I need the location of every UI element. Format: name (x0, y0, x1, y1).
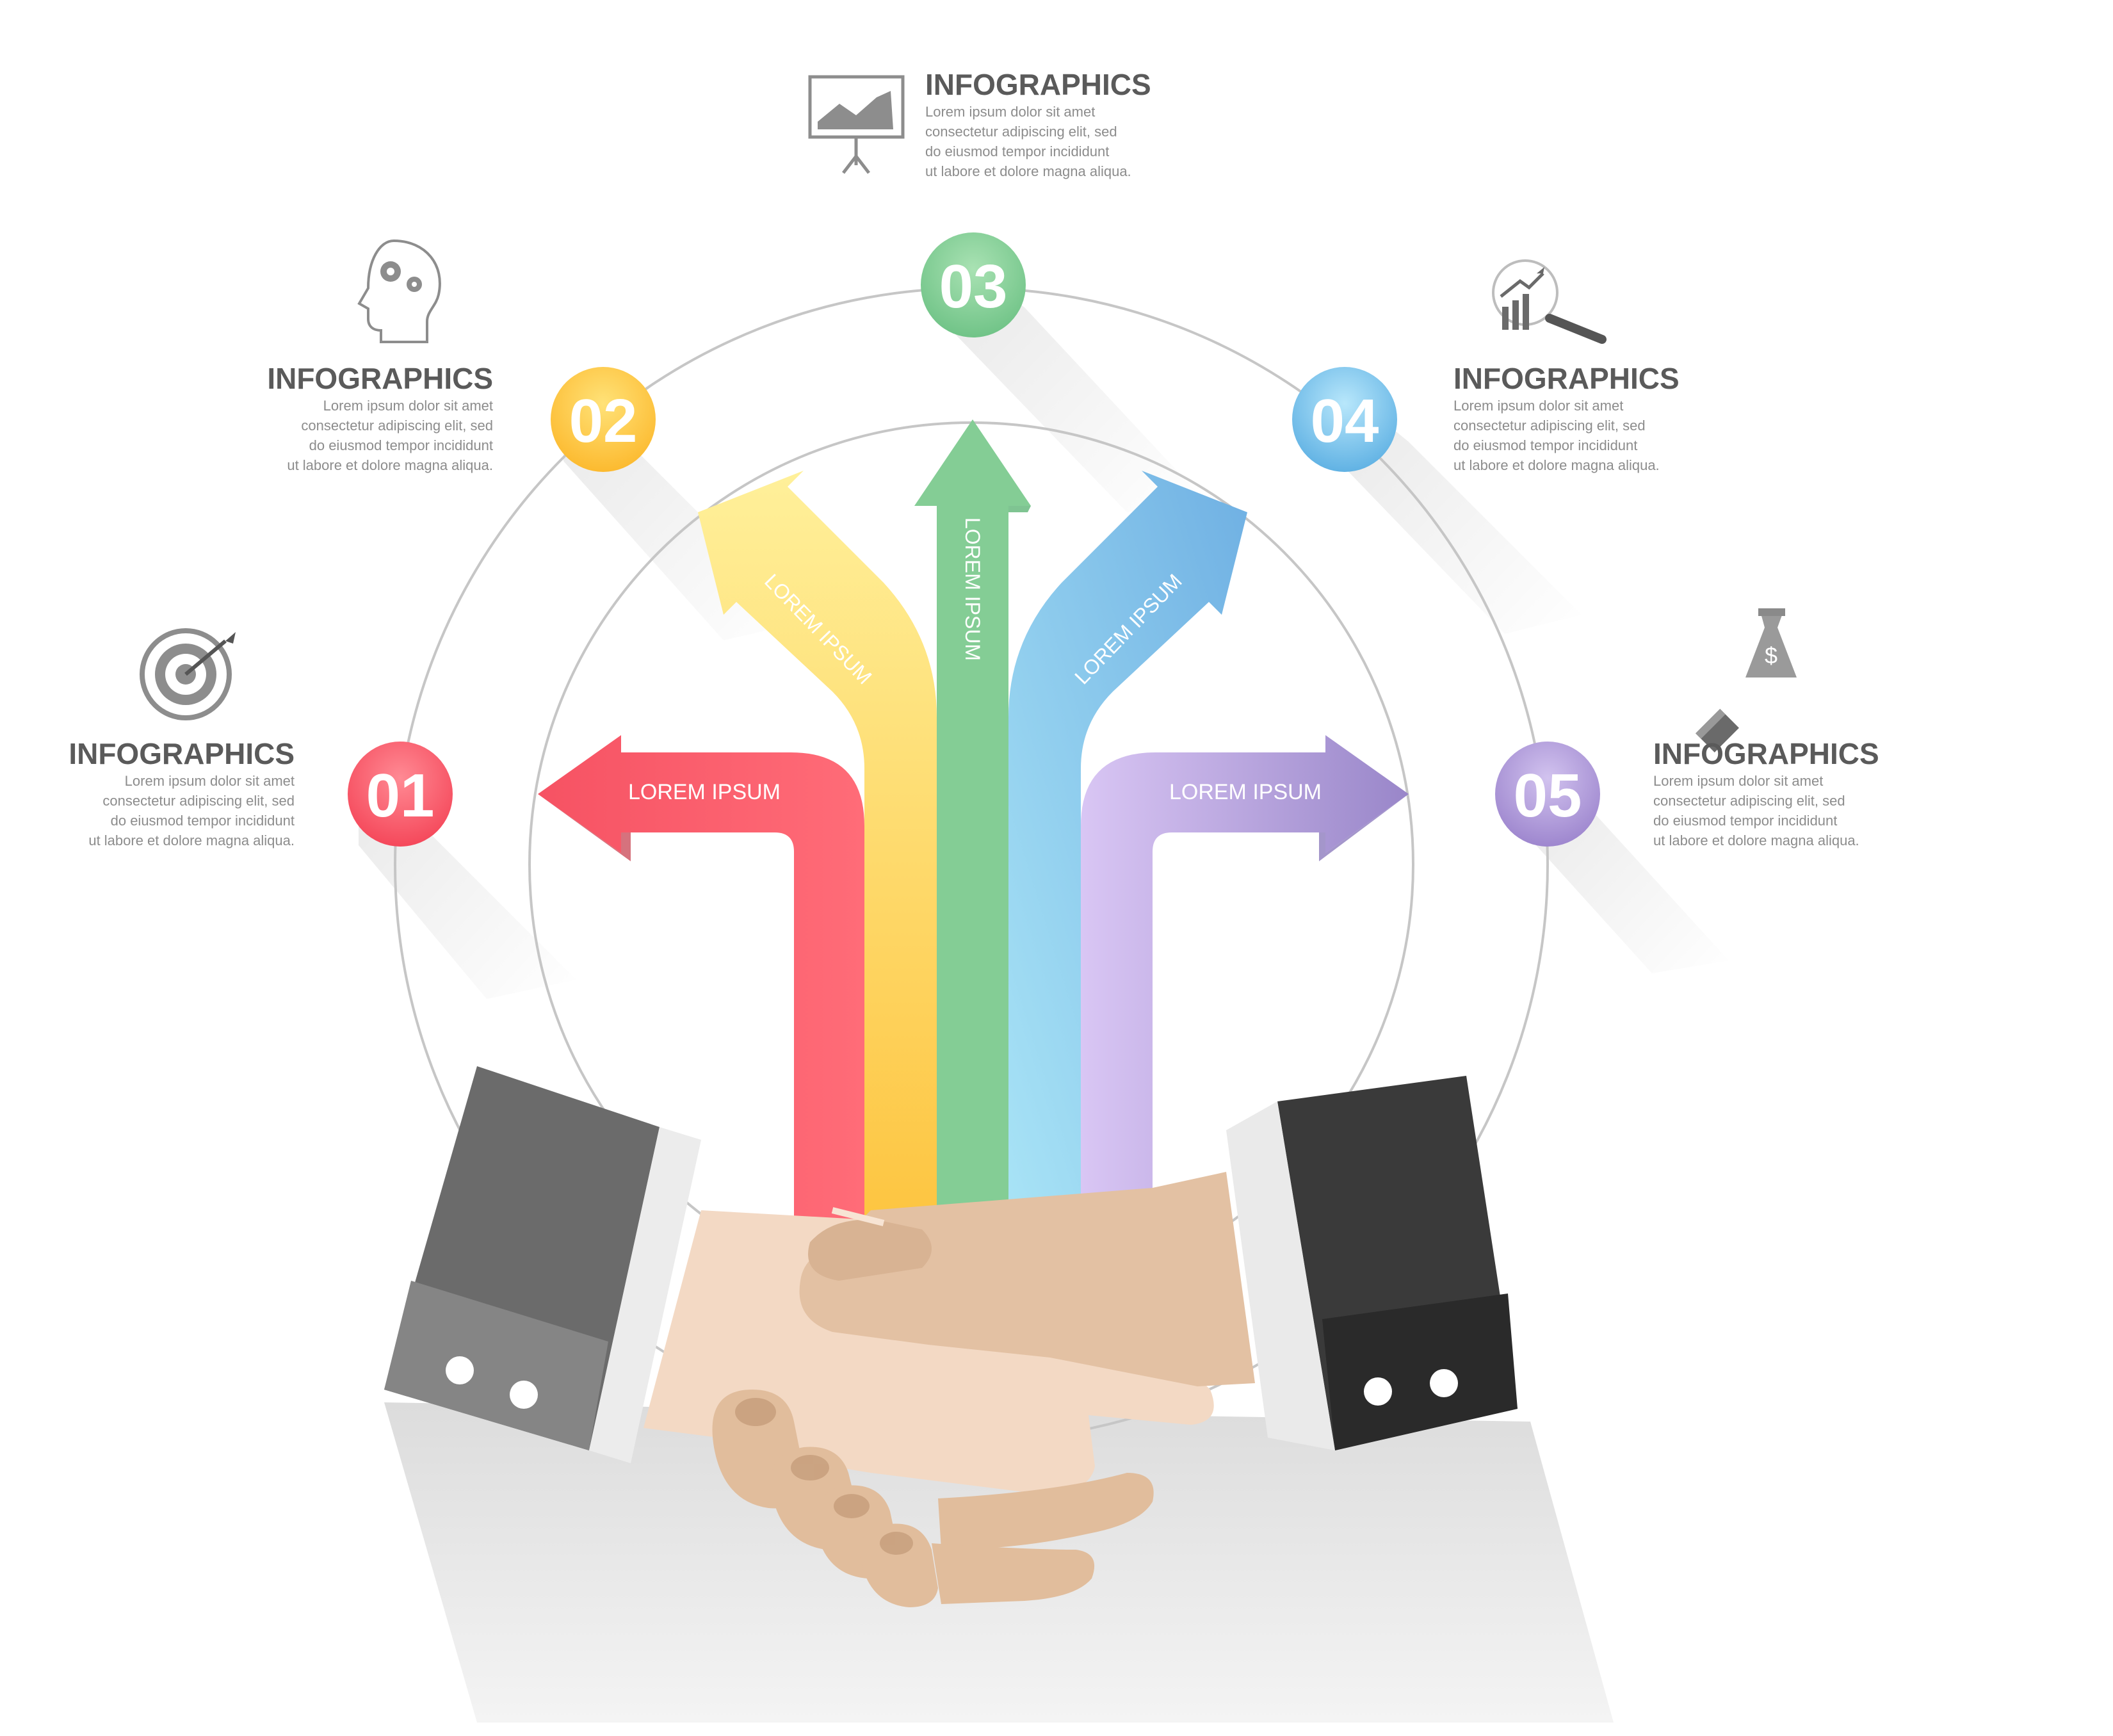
step-02-heading: INFOGRAPHICS (267, 362, 493, 395)
step-04-line-2: consectetur adipiscing elit, sed (1453, 418, 1646, 434)
step-03-line-1: Lorem ipsum dolor sit amet (925, 104, 1096, 120)
money-bag-icon: $ (1696, 608, 1797, 752)
step-01-line-3: do eiusmod tempor incididunt (110, 813, 295, 829)
presentation-board-icon (808, 75, 905, 174)
step-05-line-1: Lorem ipsum dolor sit amet (1653, 773, 1824, 789)
arrow-03[interactable] (914, 419, 1031, 1236)
magnifier-chart-icon (1492, 259, 1607, 344)
step-03-number: 03 (939, 252, 1008, 321)
step-04-text: INFOGRAPHICS Lorem ipsum dolor sit amet … (1453, 361, 1722, 475)
fingers (712, 1390, 1154, 1607)
step-01-badge[interactable]: 01 (348, 742, 453, 847)
step-03-line-4: ut labore et dolore magna aliqua. (925, 163, 1131, 179)
step-05-line-3: do eiusmod tempor incididunt (1653, 813, 1838, 829)
step-04-line-3: do eiusmod tempor incididunt (1453, 437, 1638, 453)
step-04-badge[interactable]: 04 (1292, 367, 1397, 472)
arrow-05[interactable] (1081, 735, 1409, 1236)
step-05-line-4: ut labore et dolore magna aliqua. (1653, 832, 1859, 848)
step-03-line-3: do eiusmod tempor incididunt (925, 143, 1110, 159)
left-sleeve (384, 1066, 701, 1463)
step-01-line-2: consectetur adipiscing elit, sed (102, 793, 295, 809)
step-04-number: 04 (1311, 387, 1379, 455)
arrows-group: LOREM IPSUM LOREM IPSUM LOREM IPSUM LORE… (538, 419, 1409, 1236)
right-sleeve (1226, 1076, 1518, 1450)
step-02-line-3: do eiusmod tempor incididunt (309, 437, 493, 453)
step-01-heading: INFOGRAPHICS (69, 737, 295, 770)
step-05-number: 05 (1514, 761, 1582, 830)
step-04-line-4: ut labore et dolore magna aliqua. (1453, 457, 1660, 473)
step-02-line-2: consectetur adipiscing elit, sed (301, 418, 493, 434)
head-gears-icon (357, 239, 441, 343)
step-05-badge[interactable]: 05 (1495, 742, 1600, 847)
step-02-line-1: Lorem ipsum dolor sit amet (323, 398, 493, 414)
step-04-line-1: Lorem ipsum dolor sit amet (1453, 398, 1624, 414)
arrow-02[interactable] (698, 471, 937, 1236)
number-circles: 01 02 03 04 05 (348, 232, 1600, 847)
step-01-line-4: ut labore et dolore magna aliqua. (88, 832, 295, 848)
step-02-line-4: ut labore et dolore magna aliqua. (287, 457, 493, 473)
handshake-illustration (384, 1066, 1518, 1607)
step-05-heading: INFOGRAPHICS (1653, 737, 1879, 770)
step-03-line-2: consectetur adipiscing elit, sed (925, 124, 1117, 140)
arrow-01-label: LOREM IPSUM (628, 780, 781, 804)
step-05-text: INFOGRAPHICS Lorem ipsum dolor sit amet … (1653, 736, 1922, 850)
step-05-line-2: consectetur adipiscing elit, sed (1653, 793, 1845, 809)
right-hand (799, 1172, 1255, 1386)
arrow-01[interactable] (538, 735, 864, 1236)
step-03-badge[interactable]: 03 (921, 232, 1026, 337)
step-01-number: 01 (366, 761, 435, 830)
step-04-heading: INFOGRAPHICS (1453, 362, 1680, 395)
step-01-line-1: Lorem ipsum dolor sit amet (124, 773, 295, 789)
arrow-03-label: LOREM IPSUM (961, 517, 984, 661)
target-icon (140, 628, 236, 720)
step-03-text: INFOGRAPHICS Lorem ipsum dolor sit amet … (925, 67, 1194, 181)
step-03-heading: INFOGRAPHICS (925, 68, 1151, 101)
step-02-number: 02 (569, 387, 638, 455)
arrow-05-label: LOREM IPSUM (1169, 780, 1322, 804)
arrow-04[interactable] (1008, 471, 1247, 1236)
step-02-badge[interactable]: 02 (551, 367, 656, 472)
step-02-text: INFOGRAPHICS Lorem ipsum dolor sit amet … (237, 361, 493, 475)
money-bag-symbol: $ (1765, 642, 1777, 669)
step-01-text: INFOGRAPHICS Lorem ipsum dolor sit amet … (38, 736, 295, 850)
